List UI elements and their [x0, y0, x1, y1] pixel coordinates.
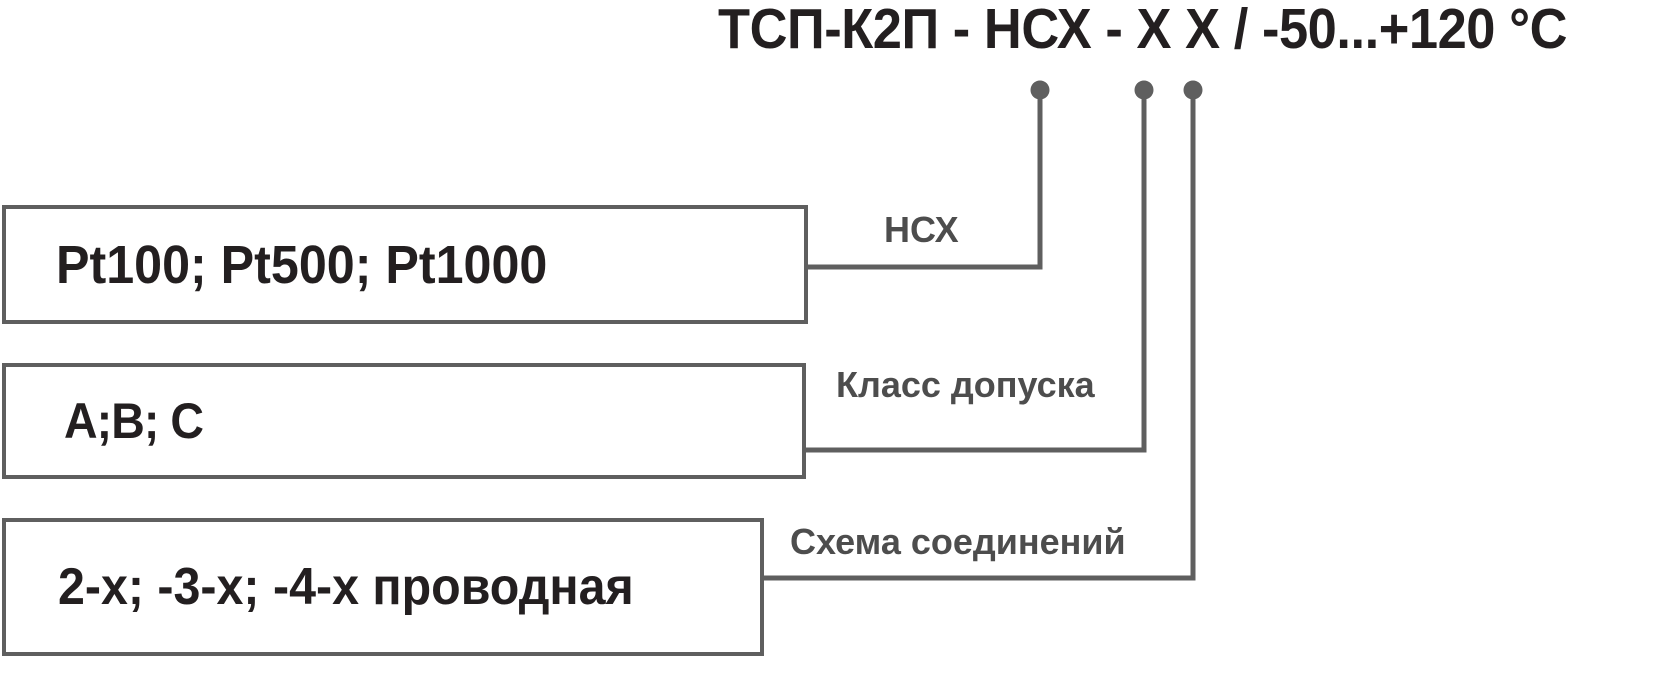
- leader-line-connection-scheme: [764, 80, 1203, 581]
- leader-label-connection-scheme: Схема соединений: [790, 521, 1126, 562]
- leader-dot-nsx: [1030, 80, 1050, 100]
- option-box-connection-scheme-text: 2-х; -3-х; -4-х проводная: [58, 558, 634, 616]
- leader-label-nsx: НСХ: [884, 209, 959, 250]
- option-box-nsx-text: Pt100; Pt500; Pt1000: [56, 234, 548, 295]
- option-box-nsx: Pt100; Pt500; Pt1000: [2, 205, 808, 324]
- leader-path-connection-scheme: [764, 90, 1196, 581]
- option-box-connection-scheme: 2-х; -3-х; -4-х проводная: [2, 518, 764, 656]
- leader-label-tolerance-class: Класс допуска: [836, 364, 1095, 405]
- option-box-tolerance-class: A;B; C: [2, 363, 806, 479]
- option-box-tolerance-class-text: A;B; C: [64, 393, 204, 449]
- leader-dot-tolerance-class: [1134, 80, 1154, 100]
- leader-dot-connection-scheme: [1183, 80, 1203, 100]
- product-code-title: ТСП-К2П - НСХ - X X / -50...+120 °C: [718, 0, 1568, 61]
